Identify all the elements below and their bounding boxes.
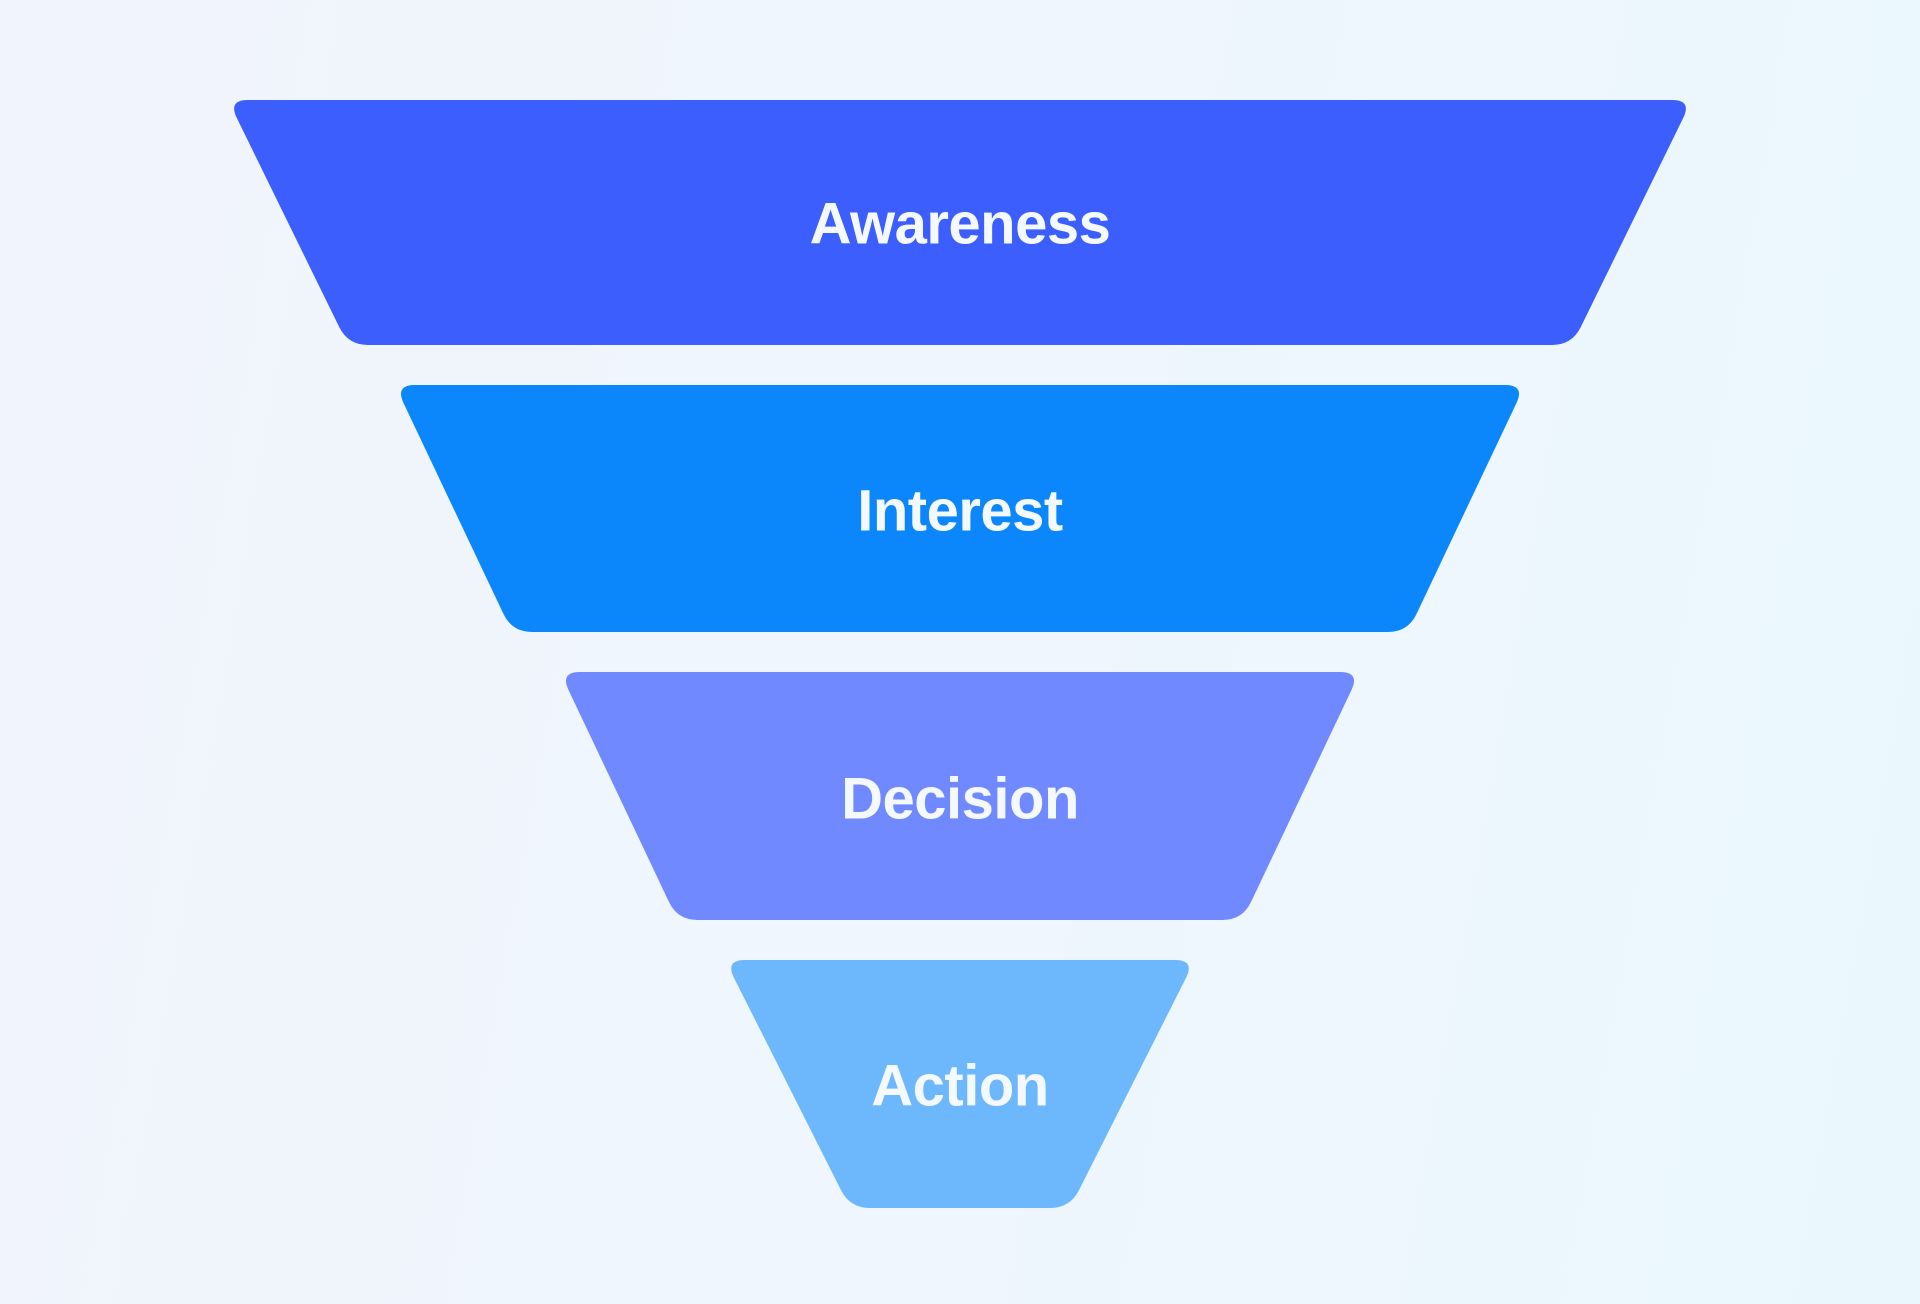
funnel-stage-shape-awareness[interactable] (234, 100, 1686, 345)
funnel-stage-awareness[interactable]: Awareness (234, 100, 1686, 345)
funnel-stage-shape-action[interactable] (731, 960, 1189, 1208)
funnel-stage-shape-decision[interactable] (565, 672, 1355, 920)
funnel-stage-label-action: Action (871, 1053, 1048, 1118)
funnel-stage-label-interest: Interest (857, 478, 1063, 543)
funnel-stage-shape-interest[interactable] (400, 385, 1520, 632)
funnel-stage-label-awareness: Awareness (810, 191, 1111, 256)
funnel-stage-action[interactable]: Action (731, 960, 1189, 1208)
funnel-stage-label-decision: Decision (841, 766, 1079, 831)
funnel-stage-decision[interactable]: Decision (565, 672, 1355, 920)
funnel-stage-interest[interactable]: Interest (400, 385, 1520, 632)
